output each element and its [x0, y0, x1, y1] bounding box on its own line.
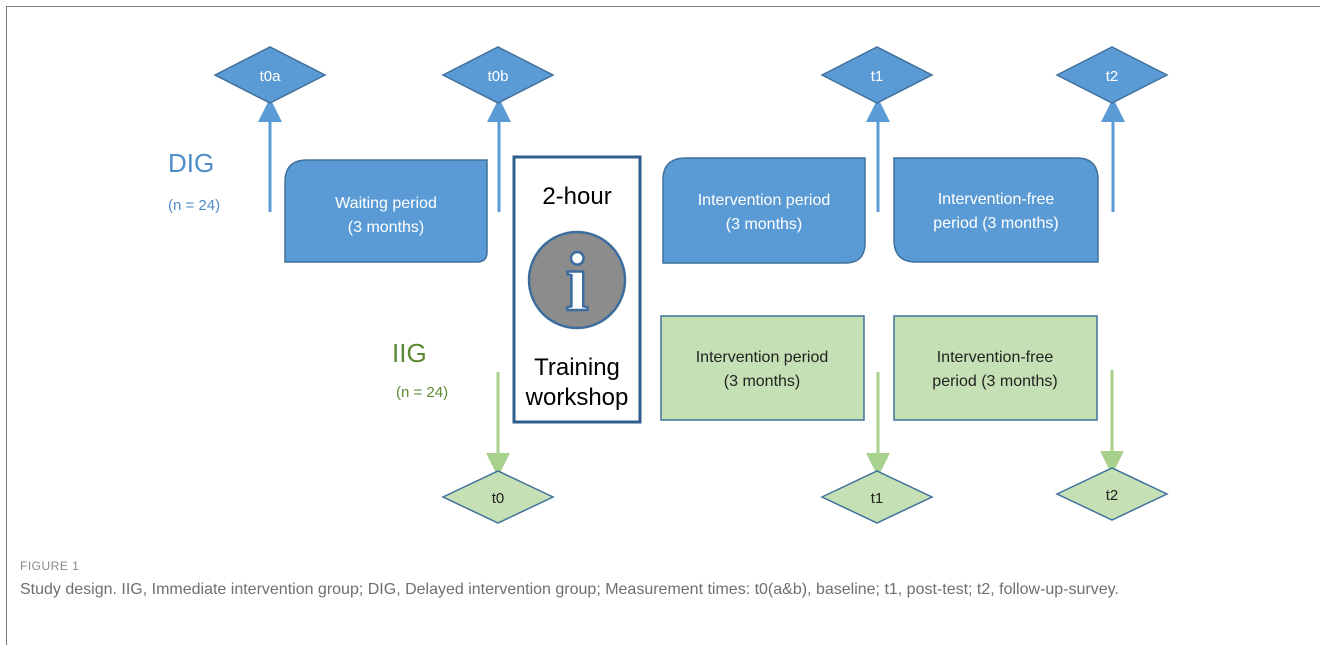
dig-marker-t2	[1055, 46, 1169, 104]
info-icon	[527, 230, 627, 330]
dig-box-intervention-free	[893, 157, 1099, 263]
iig-box-intervention-free-line2: period (3 months)	[932, 373, 1057, 390]
iig-box-intervention-line1: Intervention period	[696, 349, 829, 366]
dig-box-intervention-free-line1: Intervention-free	[938, 191, 1055, 208]
dig-marker-t0b	[441, 46, 555, 104]
iig-marker-t2-label: t2	[1106, 487, 1119, 504]
figure-label: FIGURE 1	[20, 559, 80, 573]
dig-marker-t0a-label: t0a	[260, 68, 282, 85]
dig-label: DIG	[168, 148, 214, 178]
iig-marker-t0-label: t0	[492, 490, 505, 507]
workshop-label-line1: Training	[534, 354, 620, 381]
dig-marker-t1-label: t1	[871, 68, 884, 85]
workshop-label-line2: workshop	[525, 384, 629, 411]
dig-n: (n = 24)	[168, 197, 220, 214]
info-icon-letter: i	[565, 236, 588, 329]
iig-box-intervention-free-line1: Intervention-free	[937, 349, 1054, 366]
iig-marker-t1	[820, 470, 934, 524]
dig-box-intervention	[662, 157, 866, 264]
frame-border-top	[6, 6, 1320, 7]
dig-box-intervention-line2: (3 months)	[726, 216, 802, 233]
dig-box-intervention-line1: Intervention period	[698, 192, 831, 209]
iig-box-intervention-line2: (3 months)	[724, 373, 800, 390]
iig-marker-t1-label: t1	[871, 490, 884, 507]
iig-n: (n = 24)	[396, 384, 448, 401]
iig-marker-t0	[441, 470, 555, 524]
iig-marker-t2	[1055, 467, 1169, 521]
dig-box-waiting-line1: Waiting period	[335, 195, 437, 212]
iig-box-intervention-free	[893, 315, 1098, 421]
figure-caption: Study design. IIG, Immediate interventio…	[20, 581, 1119, 598]
dig-marker-t0b-label: t0b	[488, 68, 509, 85]
dig-box-waiting-line2: (3 months)	[348, 219, 424, 236]
dig-box-intervention-free-line2: period (3 months)	[933, 215, 1058, 232]
frame-border-left	[6, 6, 7, 645]
dig-marker-t2-label: t2	[1106, 68, 1119, 85]
dig-marker-t0a	[213, 46, 327, 104]
dig-box-waiting	[284, 159, 488, 263]
workshop-duration: 2-hour	[542, 183, 611, 210]
iig-box-intervention	[660, 315, 865, 421]
iig-label: IIG	[392, 338, 427, 368]
dig-marker-t1	[820, 46, 934, 104]
